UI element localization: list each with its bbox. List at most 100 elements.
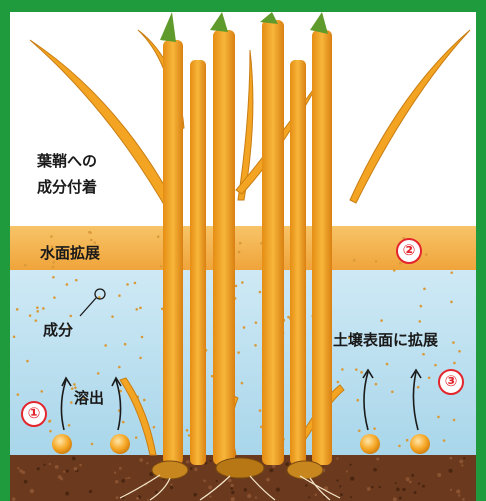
soil-speck [456, 489, 460, 493]
component-dot [91, 443, 94, 446]
component-dot [373, 427, 376, 430]
soil-speck [414, 491, 417, 494]
component-dot [139, 307, 142, 310]
label-dissolve: 溶出 [74, 388, 104, 410]
soil-speck [17, 467, 19, 469]
soil-speck [340, 493, 343, 496]
soil-speck [379, 486, 381, 488]
component-dot [53, 296, 56, 299]
soil-speck [255, 497, 257, 499]
component-dot [97, 372, 100, 375]
soil-speck [136, 497, 139, 500]
soil-speck [209, 495, 211, 497]
component-dot [380, 319, 383, 322]
component-dot [406, 439, 409, 442]
component-dot [139, 357, 142, 360]
component-dot [243, 326, 246, 329]
soil-speck [155, 491, 158, 494]
component-dot [124, 343, 127, 346]
soil-speck [216, 480, 218, 482]
soil-speck [367, 487, 371, 491]
component-dot [52, 276, 55, 279]
component-dot [186, 429, 189, 432]
component-dot [287, 316, 290, 319]
component-dot [425, 253, 428, 256]
component-dot [358, 429, 361, 432]
component-dot [355, 368, 358, 371]
soil-speck [462, 498, 465, 501]
component-dot [135, 436, 138, 439]
component-dot [434, 364, 437, 367]
component-dot [259, 291, 262, 294]
soil-speck [128, 477, 130, 479]
component-dot [90, 239, 93, 242]
soil-speck [422, 485, 425, 488]
component-dot [153, 426, 156, 429]
component-dot [428, 376, 431, 379]
component-dot [111, 315, 114, 318]
soil-speck [208, 486, 212, 490]
component-dot [73, 383, 76, 386]
soil-speck [121, 479, 125, 483]
component-dot [36, 310, 39, 313]
component-dot [68, 424, 71, 427]
component-dot [118, 294, 121, 297]
component-dot [24, 264, 27, 267]
soil-speck [24, 480, 28, 484]
soil-speck [119, 467, 122, 470]
component-dot [259, 409, 262, 412]
component-dot [135, 308, 138, 311]
component-dot [52, 266, 55, 269]
component-dot [42, 307, 45, 310]
soil-speck [463, 457, 465, 459]
component-dot [241, 382, 244, 385]
soil-speck [146, 462, 148, 464]
water-layer [10, 268, 476, 458]
soil-speck [409, 481, 412, 484]
soil-speck [402, 488, 405, 491]
component-dot [452, 341, 455, 344]
soil-speck [461, 464, 463, 466]
soil-speck [194, 468, 197, 471]
soil-speck [395, 482, 397, 484]
soil-speck [139, 458, 143, 462]
component-dot [69, 315, 72, 318]
soil-speck [269, 468, 273, 472]
badge-1: ① [21, 401, 47, 427]
component-dot [386, 363, 389, 366]
soil-speck [448, 469, 452, 473]
soil-speck [376, 457, 379, 460]
component-dot [122, 421, 125, 424]
component-dot [241, 281, 244, 284]
component-dot [17, 393, 20, 396]
soil-speck [43, 464, 45, 466]
component-dot [29, 314, 32, 317]
soil-speck [350, 477, 354, 481]
badge-2: ② [396, 238, 422, 264]
component-dot [160, 265, 163, 268]
soil-speck [63, 471, 65, 473]
label-soil-surface: 土壌表面に拡展 [333, 330, 438, 352]
component-dot [375, 383, 378, 386]
soil-speck [247, 494, 251, 498]
soil-speck [30, 489, 34, 493]
soil-speck [231, 491, 234, 494]
soil-speck [210, 460, 212, 462]
soil-speck [170, 483, 172, 485]
component-dot [237, 351, 240, 354]
soil-speck [115, 480, 118, 483]
component-dot [422, 353, 425, 356]
component-dot [26, 360, 29, 363]
soil-speck [65, 492, 69, 496]
component-dot [36, 306, 39, 309]
component-dot [337, 381, 340, 384]
soil-speck [336, 479, 338, 481]
component-dot [134, 282, 137, 285]
component-dot [126, 283, 129, 286]
component-dot [239, 242, 242, 245]
component-dot [375, 260, 378, 263]
component-dot [453, 419, 456, 422]
soil-speck [244, 488, 247, 491]
soil-speck [74, 467, 78, 471]
component-dot [341, 368, 344, 371]
